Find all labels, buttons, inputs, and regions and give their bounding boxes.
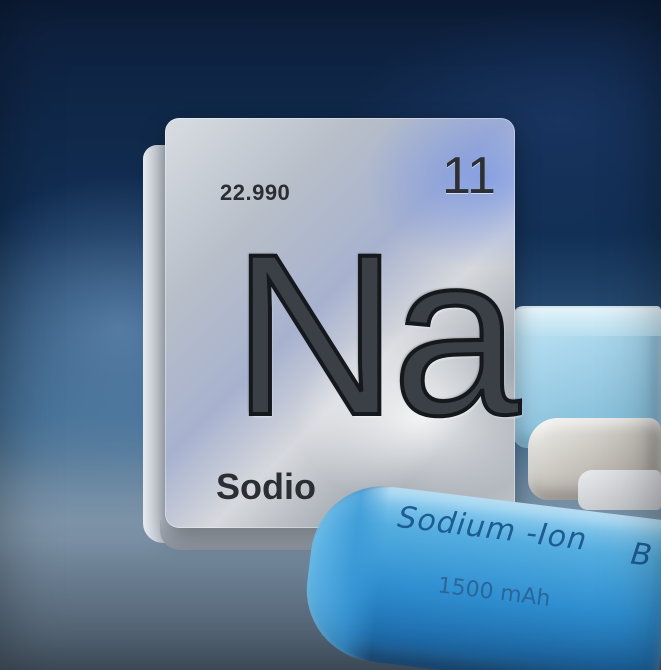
sodium-rock-shard <box>578 470 661 510</box>
atomic-mass: 22.990 <box>220 180 291 205</box>
battery-brand-label: Sodium -Ion <box>395 499 590 558</box>
element-tile <box>165 118 515 528</box>
element-symbol: Na <box>230 206 522 463</box>
atomic-number: 11 <box>442 147 496 205</box>
battery-capacity-label: 1500 mAh <box>436 573 552 612</box>
blue-crystal-top <box>513 306 661 336</box>
battery-extra-label: B <box>628 536 654 574</box>
element-name: Sodio <box>216 466 316 507</box>
